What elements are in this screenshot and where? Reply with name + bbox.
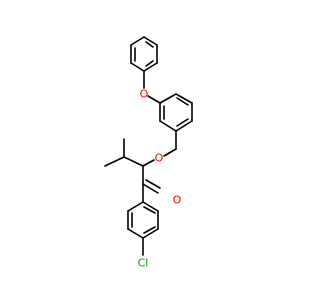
atom-label-ether-oxygen: O xyxy=(140,88,149,101)
ether-linkage xyxy=(143,70,161,104)
benzyl-ester-linkage xyxy=(142,130,177,167)
molecule-structure: O O O Cl xyxy=(104,36,193,270)
phenyl-ring-top xyxy=(130,36,158,72)
phenyl-ring-middle xyxy=(159,93,193,132)
atom-label-chlorine: Cl xyxy=(138,257,149,270)
atom-label-ester-oxygen: O xyxy=(155,152,164,165)
isopropyl-group xyxy=(104,138,144,167)
atom-label-carbonyl-oxygen: O xyxy=(173,194,182,207)
chlorophenyl-ring xyxy=(127,183,159,256)
carbonyl-group xyxy=(142,165,161,194)
